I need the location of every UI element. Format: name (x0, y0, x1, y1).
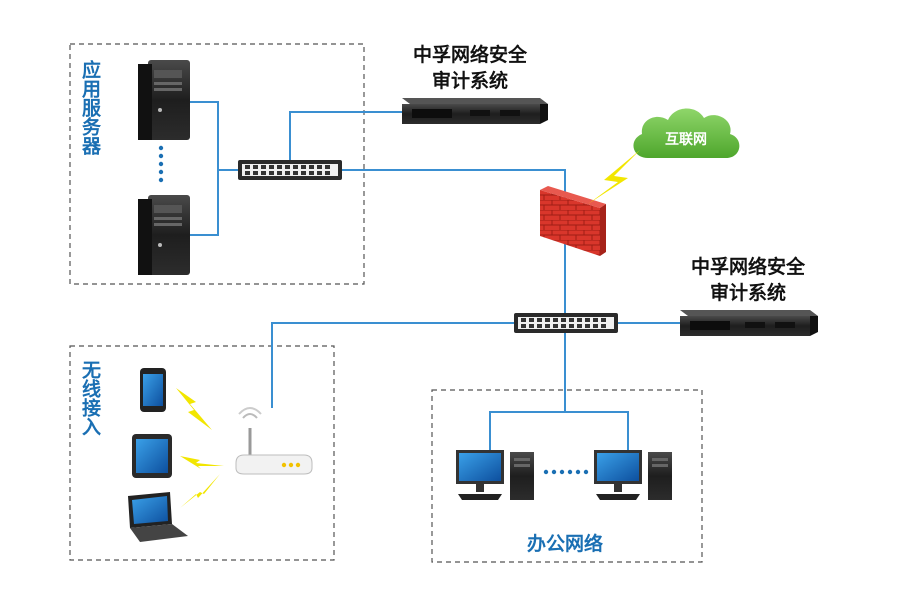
server-icon (138, 195, 190, 275)
cloud-icon (633, 108, 740, 158)
audit-top-line2: 审计系统 (431, 70, 508, 92)
app-server-group-label: 应用服务器 (79, 60, 101, 155)
desktop-pc-icon (456, 450, 534, 500)
tablet-icon (132, 434, 172, 478)
phone-icon (140, 368, 166, 412)
lightning-icon (180, 474, 220, 508)
audit-appliance-icon (402, 98, 548, 124)
desktop-pc-icon (594, 450, 672, 500)
audit-right-label: 中孚网络安全 审计系统 (676, 254, 820, 306)
switch-icon (514, 313, 618, 333)
router-icon (235, 407, 313, 475)
laptop-icon (128, 492, 188, 542)
app-server-group-box (69, 43, 365, 285)
firewall-icon (540, 186, 606, 256)
ellipsis-dots (158, 145, 164, 183)
lightning-icon (176, 388, 212, 430)
office-group-box (431, 389, 703, 563)
audit-right-line1: 中孚网络安全 (690, 256, 805, 278)
ellipsis-dots (543, 469, 589, 475)
wireless-group-box (69, 345, 335, 561)
server-icon (138, 60, 190, 140)
lightning-icon (588, 150, 640, 204)
lightning-icon (180, 456, 224, 469)
audit-top-label: 中孚网络安全 审计系统 (398, 42, 542, 94)
connection-lines (190, 101, 680, 450)
wireless-group-label: 无线接入 (79, 360, 101, 436)
internet-label: 互联网 (665, 132, 707, 148)
audit-appliance-icon (680, 310, 818, 336)
audit-right-line2: 审计系统 (709, 282, 786, 304)
office-group-label: 办公网络 (527, 533, 604, 555)
switch-icon (238, 160, 342, 180)
audit-top-line1: 中孚网络安全 (412, 44, 527, 66)
